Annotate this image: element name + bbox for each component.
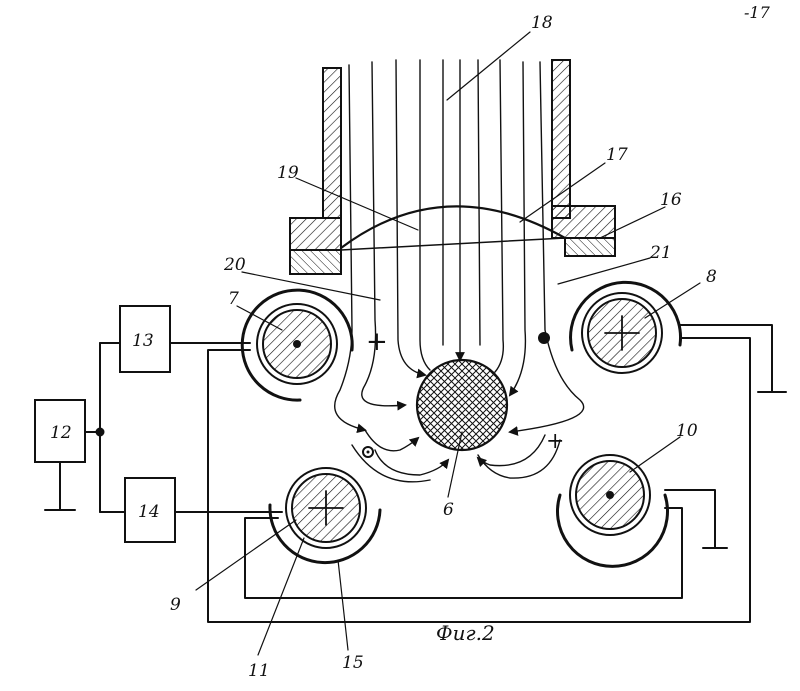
label-10: 10: [676, 421, 698, 441]
electrode-8: [571, 282, 681, 373]
flange-right: [552, 206, 615, 256]
label-12: 12: [50, 423, 72, 443]
label-17: 17: [606, 145, 628, 165]
label-20: 20: [223, 255, 246, 275]
label-18: 18: [531, 13, 553, 33]
sheet-mark: -17: [744, 3, 771, 22]
plus-symbol: +: [366, 327, 388, 357]
target-6: [417, 360, 507, 450]
label-16: 16: [660, 190, 682, 210]
electrode-10: [558, 455, 668, 566]
label-7: 7: [228, 289, 239, 309]
label-8: 8: [706, 267, 717, 287]
label-21: 21: [649, 243, 672, 263]
label-19: 19: [277, 163, 299, 183]
label-11: 11: [248, 661, 270, 681]
label-15: 15: [342, 653, 364, 673]
column-right-wall: [552, 60, 570, 218]
label-6: 6: [443, 500, 454, 520]
junction-node: [96, 428, 104, 436]
flange-left: [290, 218, 341, 274]
label-14: 14: [138, 502, 160, 522]
electrode-9: [270, 468, 380, 563]
label-9: 9: [170, 595, 181, 615]
electrode-7: [242, 290, 352, 400]
label-13: 13: [132, 331, 154, 351]
minus-symbol: +: [546, 429, 564, 454]
figure-caption: Фиг.2: [436, 621, 495, 645]
